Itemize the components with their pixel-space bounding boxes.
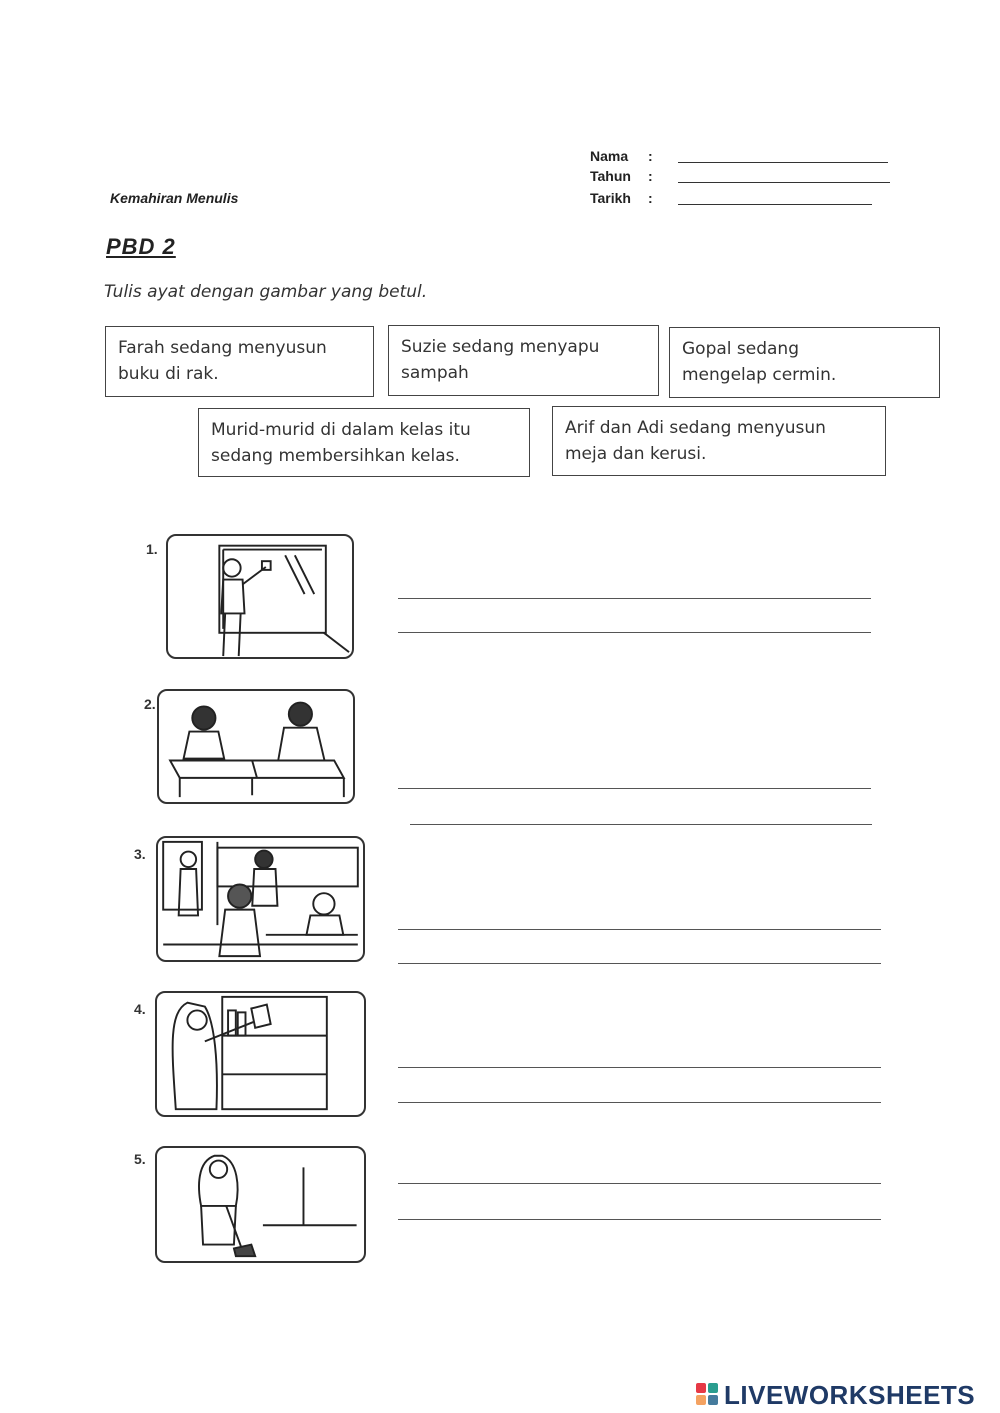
answer-line-3a[interactable] xyxy=(398,902,885,930)
answer-input-4b[interactable] xyxy=(398,1075,885,1101)
question-number-5: 5. xyxy=(134,1151,146,1167)
name-input-line[interactable] xyxy=(678,162,888,163)
answer-input-4a[interactable] xyxy=(398,1040,885,1066)
year-colon: : xyxy=(648,168,653,184)
instruction-text: Tulis ayat dengan gambar yang betul. xyxy=(104,282,428,302)
answer-line-3b[interactable] xyxy=(398,936,885,964)
question-number-2: 2. xyxy=(144,696,156,712)
answer-input-5b[interactable] xyxy=(398,1192,885,1218)
brand-name: LIVEWORKSHEETS xyxy=(724,1379,976,1410)
answer-line-2b[interactable] xyxy=(410,797,876,825)
option-box-2: Suzie sedang menyapu sampah xyxy=(388,325,659,396)
option-1-line1: Farah sedang menyusun xyxy=(118,338,327,358)
answer-line-1a[interactable] xyxy=(398,571,875,599)
question-number-3: 3. xyxy=(134,846,146,862)
option-4-line1: Murid-murid di dalam kelas itu xyxy=(211,420,471,440)
option-2-line2: sampah xyxy=(401,363,469,383)
year-label: Tahun xyxy=(590,168,631,184)
answer-line-4a[interactable] xyxy=(398,1040,885,1068)
option-box-5: Arif dan Adi sedang menyusun meja dan ke… xyxy=(552,406,886,476)
date-colon: : xyxy=(648,190,653,206)
option-box-3: Gopal sedang mengelap cermin. xyxy=(669,327,940,398)
option-4-line2: sedang membersihkan kelas. xyxy=(211,446,460,466)
year-input-line[interactable] xyxy=(678,182,890,183)
option-box-1: Farah sedang menyusun buku di rak. xyxy=(105,326,374,397)
date-input-line[interactable] xyxy=(678,204,872,205)
date-label: Tarikh xyxy=(590,190,631,206)
year-field: Tahun : xyxy=(590,168,900,188)
liveworksheets-logo: LIVEWORKSHEETS xyxy=(696,1380,975,1410)
question-number-4: 4. xyxy=(134,1001,146,1017)
arranging-desks-icon xyxy=(157,689,355,804)
page-title: PBD 2 xyxy=(106,234,176,259)
liveworksheets-logo-icon xyxy=(696,1383,720,1407)
option-3-line2: mengelap cermin. xyxy=(682,365,837,385)
answer-line-4b[interactable] xyxy=(398,1075,885,1103)
answer-input-1b[interactable] xyxy=(398,605,875,631)
answer-input-2a[interactable] xyxy=(398,761,875,787)
name-label: Nama xyxy=(590,148,629,164)
name-colon: : xyxy=(648,148,653,164)
option-box-4: Murid-murid di dalam kelas itu sedang me… xyxy=(198,408,530,477)
option-5-line1: Arif dan Adi sedang menyusun xyxy=(565,418,826,438)
answer-line-2a[interactable] xyxy=(398,761,875,789)
arranging-books-icon xyxy=(155,991,366,1117)
answer-input-3b[interactable] xyxy=(398,936,885,962)
answer-input-5a[interactable] xyxy=(398,1156,885,1182)
answer-input-3a[interactable] xyxy=(398,902,885,928)
answer-input-2b[interactable] xyxy=(410,797,876,823)
option-5-line2: meja dan kerusi. xyxy=(565,444,707,464)
option-3-line1: Gopal sedang xyxy=(682,339,799,359)
question-number-1: 1. xyxy=(146,541,158,557)
option-2-line1: Suzie sedang menyapu xyxy=(401,337,600,357)
answer-line-1b[interactable] xyxy=(398,605,875,633)
classroom-cleaning-icon xyxy=(156,836,365,962)
skill-label: Kemahiran Menulis xyxy=(110,190,239,206)
date-field: Tarikh : xyxy=(590,190,900,210)
answer-input-1a[interactable] xyxy=(398,571,875,597)
name-field: Nama : xyxy=(590,148,900,168)
option-1-line2: buku di rak. xyxy=(118,364,219,384)
answer-line-5a[interactable] xyxy=(398,1156,885,1184)
answer-line-5b[interactable] xyxy=(398,1192,885,1220)
cleaning-window-icon xyxy=(166,534,354,659)
sweeping-icon xyxy=(155,1146,366,1263)
